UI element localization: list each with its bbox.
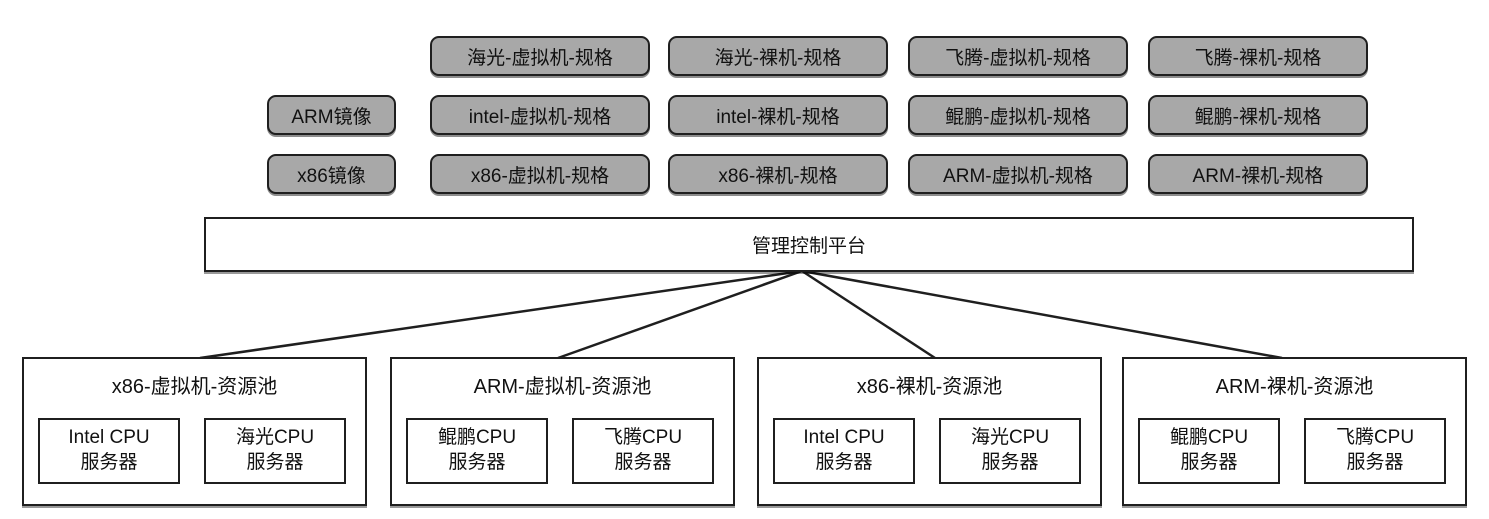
server-node-phytium-cpu: 飞腾CPU 服务器 [1304,418,1446,484]
server-kind-label: 服务器 [815,452,873,473]
server-cpu-label: 鲲鹏CPU [437,427,517,449]
spec-node-hygon-vm: 海光-虚拟机-规格 [430,36,650,76]
connector-platform-to-pool-arm-vm [557,269,803,360]
server-node-kunpeng-cpu: 鲲鹏CPU 服务器 [406,418,548,484]
spec-node-kunpeng-vm: 鲲鹏-虚拟机-规格 [908,95,1128,135]
spec-node-x86-vm: x86-虚拟机-规格 [430,154,650,194]
server-node-intel-cpu: Intel CPU 服务器 [773,418,915,484]
server-node-intel-cpu: Intel CPU 服务器 [38,418,180,484]
pool-arm-bm: ARM-裸机-资源池 鲲鹏CPU 服务器 飞腾CPU 服务器 [1122,357,1467,506]
server-cpu-label: Intel CPU [803,427,885,449]
connector-platform-to-pool-x86-vm [199,269,803,360]
server-kind-label: 服务器 [981,452,1039,473]
connector-platform-to-pool-x86-bm [801,269,936,360]
server-cpu-label: 鲲鹏CPU [1169,427,1249,449]
pool-title: x86-虚拟机-资源池 [111,376,278,398]
server-node-phytium-cpu: 飞腾CPU 服务器 [572,418,714,484]
spec-node-arm-bm: ARM-裸机-规格 [1148,154,1368,194]
spec-node-x86-bm: x86-裸机-规格 [668,154,888,194]
spec-node-intel-bm: intel-裸机-规格 [668,95,888,135]
management-control-platform: 管理控制平台 [204,217,1414,272]
image-node-x86: x86镜像 [267,154,396,194]
server-cpu-label: Intel CPU [68,427,150,449]
pool-title: ARM-裸机-资源池 [1215,376,1374,398]
server-kind-label: 服务器 [80,452,138,473]
server-node-hygon-cpu: 海光CPU 服务器 [204,418,346,484]
spec-node-intel-vm: intel-虚拟机-规格 [430,95,650,135]
server-node-kunpeng-cpu: 鲲鹏CPU 服务器 [1138,418,1280,484]
server-cpu-label: 海光CPU [235,427,315,449]
spec-node-arm-vm: ARM-虚拟机-规格 [908,154,1128,194]
server-kind-label: 服务器 [614,452,672,473]
server-cpu-label: 飞腾CPU [1335,427,1415,449]
pool-arm-vm: ARM-虚拟机-资源池 鲲鹏CPU 服务器 飞腾CPU 服务器 [390,357,735,506]
spec-node-kunpeng-bm: 鲲鹏-裸机-规格 [1148,95,1368,135]
server-kind-label: 服务器 [448,452,506,473]
pool-title: ARM-虚拟机-资源池 [473,376,652,398]
connector-platform-to-pool-arm-bm [801,269,1283,360]
pool-title: x86-裸机-资源池 [856,376,1003,398]
server-kind-label: 服务器 [1346,452,1404,473]
pool-x86-bm: x86-裸机-资源池 Intel CPU 服务器 海光CPU 服务器 [757,357,1102,506]
server-kind-label: 服务器 [246,452,304,473]
spec-node-phytium-vm: 飞腾-虚拟机-规格 [908,36,1128,76]
image-node-arm: ARM镜像 [267,95,396,135]
server-node-hygon-cpu: 海光CPU 服务器 [939,418,1081,484]
server-cpu-label: 飞腾CPU [603,427,683,449]
pool-x86-vm: x86-虚拟机-资源池 Intel CPU 服务器 海光CPU 服务器 [22,357,367,506]
server-cpu-label: 海光CPU [970,427,1050,449]
spec-node-hygon-bm: 海光-裸机-规格 [668,36,888,76]
spec-node-phytium-bm: 飞腾-裸机-规格 [1148,36,1368,76]
server-kind-label: 服务器 [1180,452,1238,473]
